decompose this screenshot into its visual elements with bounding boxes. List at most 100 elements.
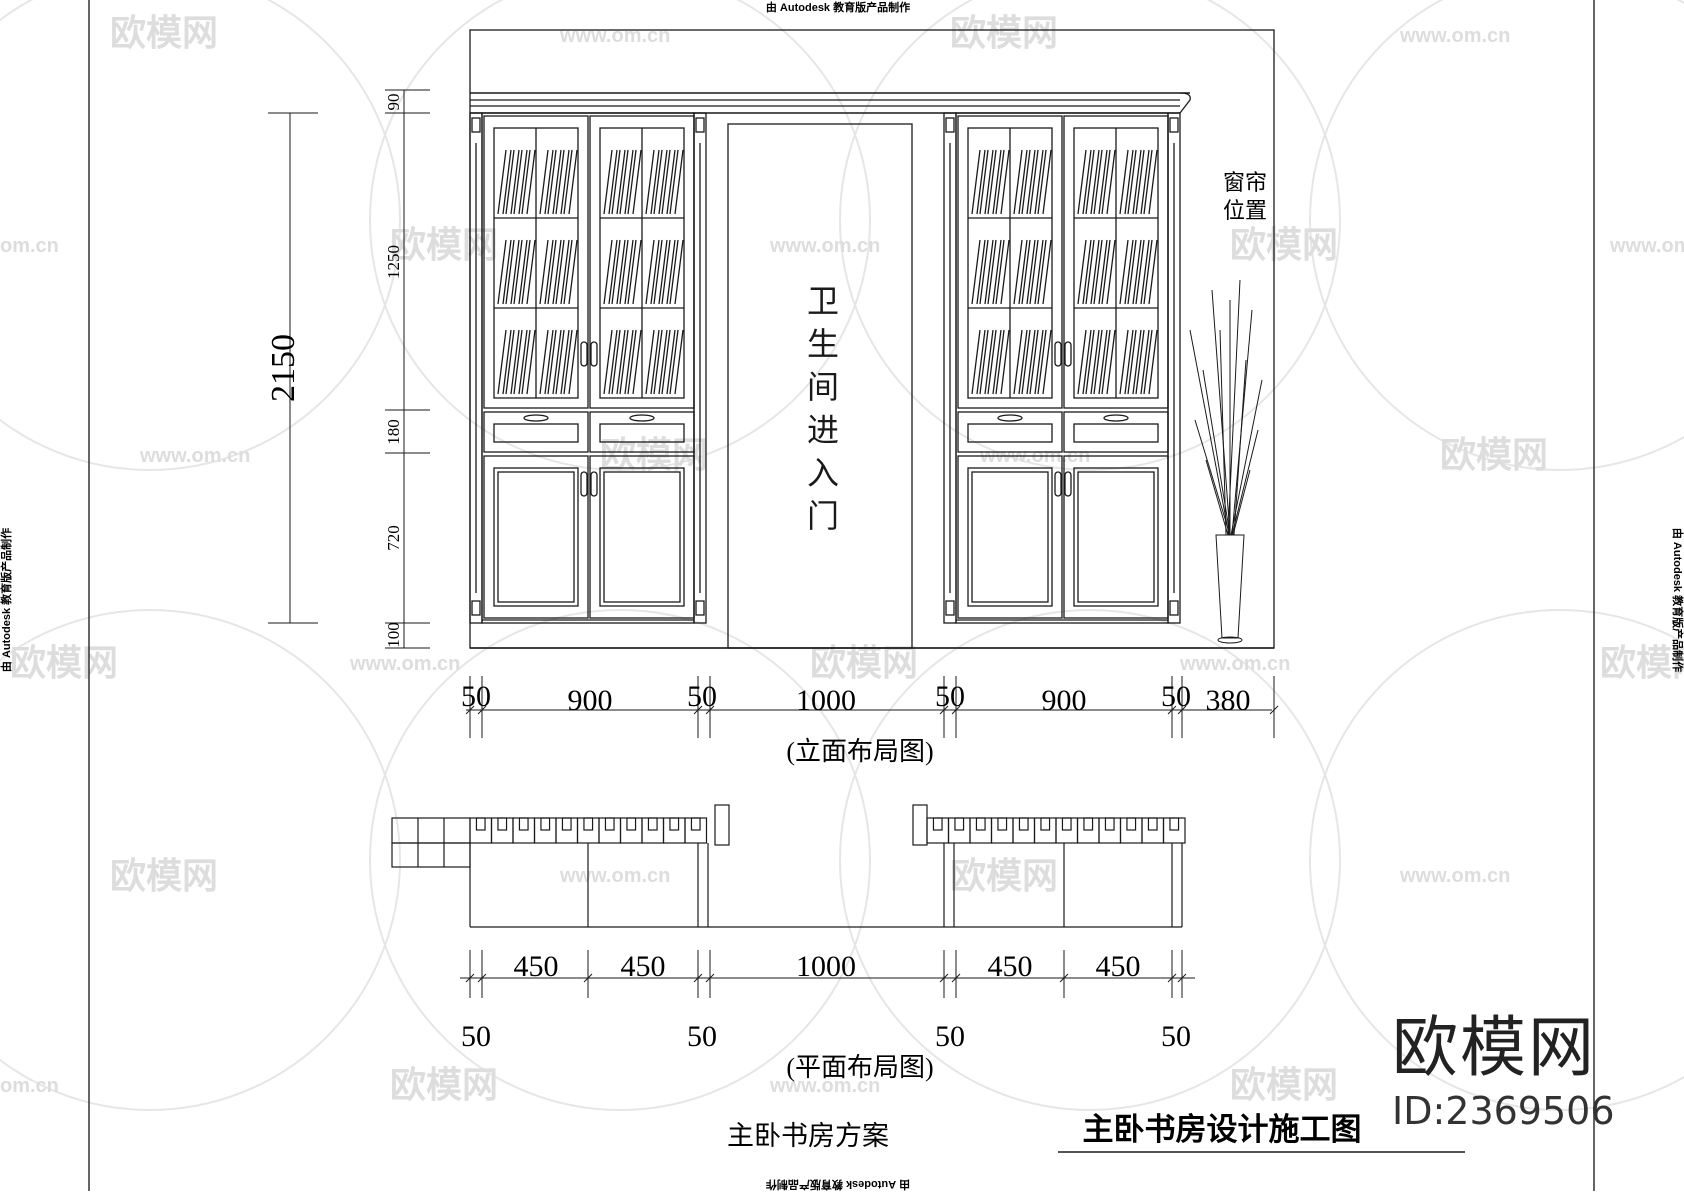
right-bookcase <box>943 112 1181 624</box>
header-note: 由 Autodesk 教育版产品制作 <box>766 0 910 14</box>
pilaster-base <box>471 600 481 616</box>
dim-slash <box>583 973 593 983</box>
plan-shelf-notch <box>1169 817 1180 831</box>
book <box>1119 239 1129 305</box>
book <box>619 239 629 305</box>
book <box>669 149 679 215</box>
drawer-pull <box>523 414 549 422</box>
book <box>632 329 642 395</box>
watermark-url: www.om.cn <box>559 25 670 47</box>
book <box>1132 329 1142 395</box>
book <box>1018 329 1028 395</box>
curtain-label-line2: 位置 <box>1223 198 1267 223</box>
book <box>1093 149 1103 215</box>
dim-slash <box>693 973 703 983</box>
plan-shelf-notch <box>1104 817 1115 831</box>
book <box>502 329 512 395</box>
watermark-layer: 欧模网 欧模网 www.om.cn www.om.cn om.cn www.om… <box>0 12 1684 1105</box>
book <box>611 149 621 215</box>
book <box>632 239 642 305</box>
book <box>563 329 573 395</box>
book <box>984 149 994 215</box>
plan-shelf-notch <box>604 817 615 831</box>
brand-watermark: 欧模网 ID:2369506 <box>1392 1015 1632 1135</box>
drawing-title: 主卧书房设计施工图 <box>1083 1112 1362 1147</box>
book <box>979 329 989 395</box>
plan-dim-label: 50 <box>461 1020 491 1053</box>
dim-slash <box>939 973 949 983</box>
dim-label-horizontal: 380 <box>1206 684 1251 717</box>
book <box>1013 329 1023 395</box>
lower-door-panel <box>493 467 579 607</box>
watermark-brand: 欧模网 <box>10 642 118 683</box>
book <box>1034 329 1044 395</box>
plan-shelf-notch <box>997 817 1008 831</box>
watermark-url: om.cn <box>0 235 59 257</box>
book <box>971 239 981 305</box>
book <box>1143 329 1153 395</box>
dim-total-height: 2150 <box>265 334 302 402</box>
plan-dim-label: 450 <box>1096 950 1141 983</box>
book <box>1018 239 1028 305</box>
dim-slash <box>951 973 961 983</box>
drawer-front-panel <box>1073 423 1159 443</box>
dim-slash <box>1177 705 1187 715</box>
glass-door <box>957 115 1063 409</box>
lower-door-inner <box>497 471 575 603</box>
book <box>624 329 634 395</box>
book <box>560 149 570 215</box>
pilaster-cap <box>945 117 955 133</box>
watermark-url: www.om.cn <box>769 1075 880 1097</box>
book <box>616 329 626 395</box>
door-handle <box>1054 341 1062 367</box>
book <box>1029 149 1039 215</box>
scheme-title: 主卧书房方案 <box>727 1121 889 1151</box>
book <box>1143 149 1153 215</box>
book <box>497 239 507 305</box>
book <box>987 329 997 395</box>
book <box>1132 149 1142 215</box>
book <box>1013 149 1023 215</box>
dim-slash <box>1269 705 1279 715</box>
book <box>505 149 515 215</box>
book <box>666 329 676 395</box>
book <box>1106 149 1116 215</box>
book <box>976 239 986 305</box>
book <box>1132 239 1142 305</box>
pilaster-cap <box>471 117 481 133</box>
plan-shelf-notch <box>626 817 637 831</box>
dim-slash <box>1059 973 1069 983</box>
book <box>539 239 549 305</box>
book <box>1082 239 1092 305</box>
book <box>1093 329 1103 395</box>
dim-label-horizontal: 50 <box>687 680 717 713</box>
watermark-brand: 欧模网 <box>390 224 498 265</box>
watermark-brand: 欧模网 <box>110 855 218 896</box>
lower-door-inner <box>1077 471 1155 603</box>
lower-door <box>1063 455 1169 619</box>
book <box>1000 329 1010 395</box>
lower-door-panel <box>599 467 685 607</box>
dim-slash <box>465 705 475 715</box>
plan-shelf-notch <box>1126 817 1137 831</box>
book <box>1090 239 1100 305</box>
dim-slash <box>477 973 487 983</box>
book <box>666 239 676 305</box>
book <box>653 239 663 305</box>
dim-vertical: 90 <box>384 94 403 111</box>
book <box>992 239 1002 305</box>
book <box>653 329 663 395</box>
lower-door-inner <box>603 471 681 603</box>
book <box>505 329 515 395</box>
plan-shelf-notch <box>690 817 701 831</box>
bathroom-label-char: 入 <box>807 455 839 491</box>
plan-caption: (平面布局图) <box>786 1053 933 1082</box>
lower-door <box>589 455 695 619</box>
book <box>1098 149 1108 215</box>
book <box>669 329 679 395</box>
left-bookcase <box>469 112 707 624</box>
plan-dim-label: 450 <box>988 950 1033 983</box>
book <box>1148 239 1158 305</box>
dim-label-horizontal: 50 <box>461 680 491 713</box>
dim-slash <box>693 705 703 715</box>
